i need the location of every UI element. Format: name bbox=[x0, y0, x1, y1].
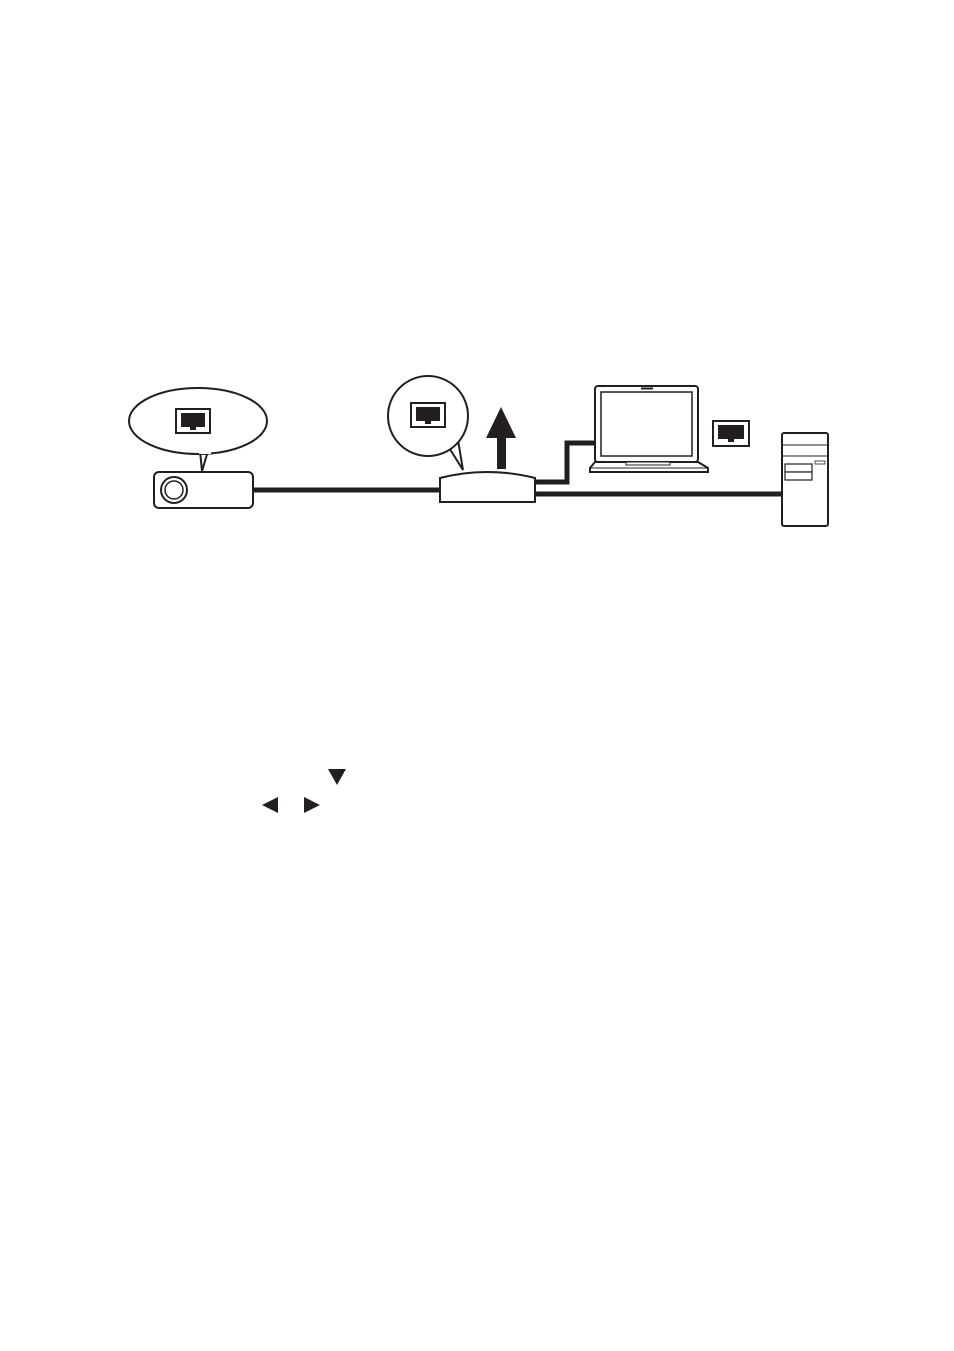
internet-uplink-arrow bbox=[486, 407, 516, 469]
triangle-left-icon bbox=[262, 797, 278, 813]
desktop-tower-icon bbox=[781, 432, 829, 527]
ethernet-port-icon bbox=[410, 402, 446, 428]
triangle-right-icon bbox=[304, 797, 320, 813]
projector-callout bbox=[128, 387, 268, 472]
triangle-down-icon bbox=[328, 769, 346, 785]
wireless-router-icon bbox=[439, 471, 536, 503]
ethernet-cables bbox=[253, 440, 782, 497]
router-callout bbox=[387, 375, 469, 471]
cable-router-laptop bbox=[535, 440, 598, 485]
laptop-icon bbox=[589, 385, 709, 473]
ethernet-port-icon bbox=[712, 420, 750, 447]
ethernet-port-icon bbox=[175, 408, 211, 434]
projector-icon bbox=[153, 471, 254, 509]
